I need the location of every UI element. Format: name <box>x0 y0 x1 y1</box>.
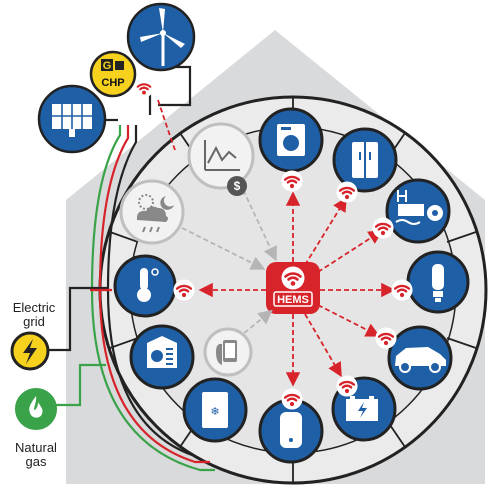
light-bulb-icon <box>406 250 470 314</box>
boiler-icon: ❄ <box>182 377 248 443</box>
source-dashed-arrow <box>157 99 176 151</box>
electric-grid-label-line2: grid <box>23 314 45 329</box>
air-conditioner-icon <box>129 324 195 390</box>
electric-car-icon <box>387 325 453 391</box>
washing-machine-wifi-icon <box>281 170 303 192</box>
chp-g-label: G <box>103 60 112 72</box>
thermostat-wifi-icon <box>173 279 195 301</box>
electric-car-wifi-icon <box>375 327 397 349</box>
weather-icon <box>119 179 185 245</box>
wind-turbine-icon <box>126 2 196 72</box>
info-arrows <box>181 182 277 339</box>
refrigerator-icon <box>332 127 398 193</box>
pool-pump-icon <box>385 178 451 244</box>
water-heater-icon <box>258 398 324 464</box>
hems-label: HEMS <box>277 294 309 306</box>
smartphone-icon <box>203 327 253 377</box>
price-symbol: $ <box>234 179 241 193</box>
natural-gas-icon <box>15 388 57 430</box>
natural-gas-label: Natural gas <box>8 441 64 469</box>
water-heater-wifi-icon <box>281 388 303 410</box>
chp-wifi-icon <box>134 78 154 98</box>
control-arrows <box>198 191 396 387</box>
natural-gas-label-line2: gas <box>25 454 47 469</box>
washing-machine-icon <box>258 107 324 173</box>
wires <box>45 65 215 472</box>
hems-hub: HEMS <box>266 262 320 314</box>
chp-label: CHP <box>101 77 124 89</box>
chp-generator-icon: G CHP <box>89 50 137 98</box>
price-symbol-icon: $ <box>227 176 247 196</box>
thermostat-icon <box>113 254 177 318</box>
electric-grid-label: Electric grid <box>3 301 65 329</box>
solar-panel-icon <box>37 84 107 154</box>
electric-grid-icon <box>10 331 50 371</box>
svg-text:❄: ❄ <box>210 405 219 418</box>
price-chart-icon <box>187 122 255 190</box>
battery-wifi-icon <box>336 375 358 397</box>
electric-grid-label-line1: Electric <box>12 300 56 315</box>
refrigerator-wifi-icon <box>336 181 358 203</box>
pool-pump-wifi-icon <box>372 217 394 239</box>
light-bulb-wifi-icon <box>391 279 413 301</box>
natural-gas-label-line1: Natural <box>15 440 57 455</box>
